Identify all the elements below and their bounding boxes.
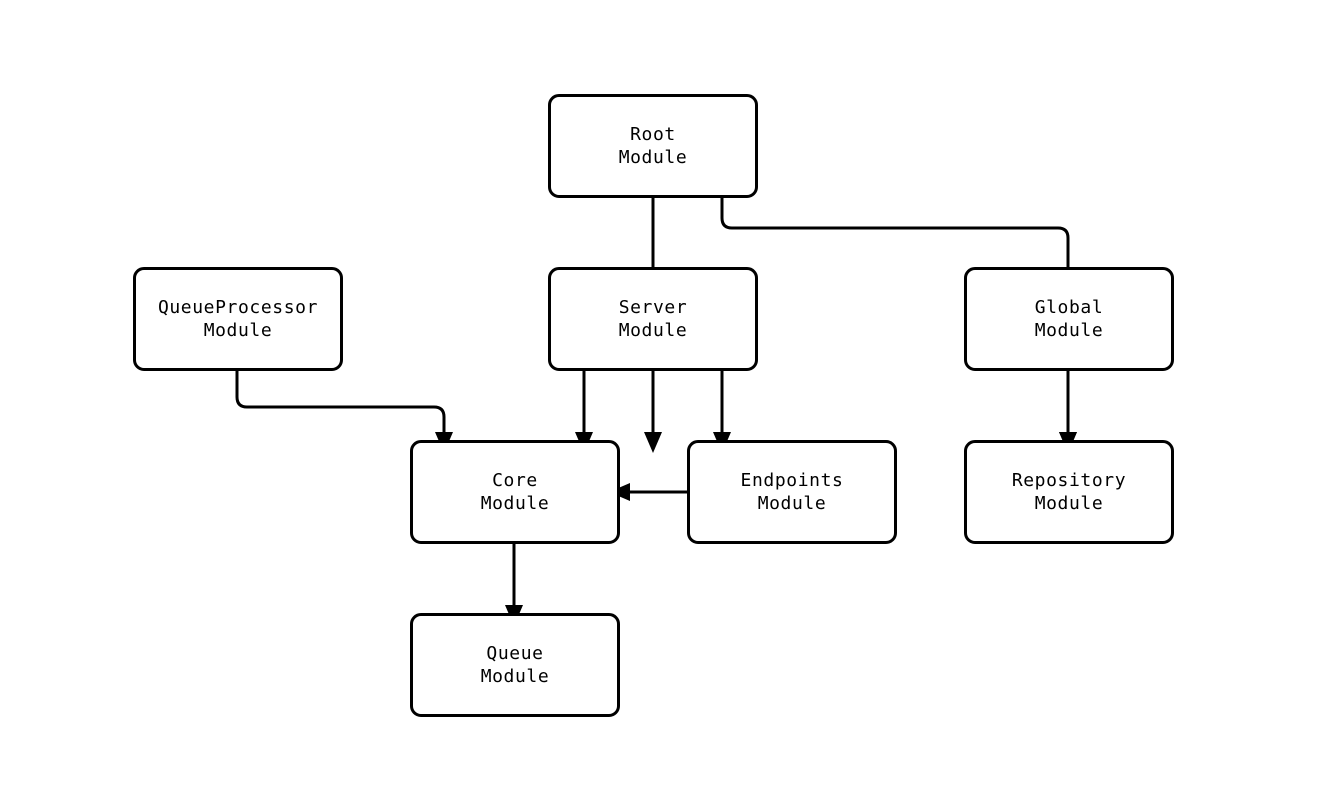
node-label-secondary: Module [480, 666, 550, 687]
edge-queueprocessor-to-core [235, 371, 453, 453]
node-label-primary: Endpoints [740, 470, 844, 491]
node-label-primary: QueueProcessor [157, 297, 319, 318]
node-label-primary: Repository [1011, 470, 1127, 491]
node-label-secondary: Module [203, 320, 273, 341]
node-label-secondary: Module [480, 493, 550, 514]
node-label-secondary: Module [757, 493, 827, 514]
node-label-secondary: Module [1034, 493, 1104, 514]
node-label-primary: Root [630, 124, 676, 145]
node-label-primary: Server [618, 297, 688, 318]
node-label-primary: Queue [486, 643, 544, 664]
node-label-secondary: Module [1034, 320, 1104, 341]
edge-root-to-global [720, 198, 1077, 453]
node-label-primary: Core [492, 470, 538, 491]
node-label-primary: Global [1034, 297, 1104, 318]
node-label-secondary: Module [618, 147, 688, 168]
node-label-secondary: Module [618, 320, 688, 341]
